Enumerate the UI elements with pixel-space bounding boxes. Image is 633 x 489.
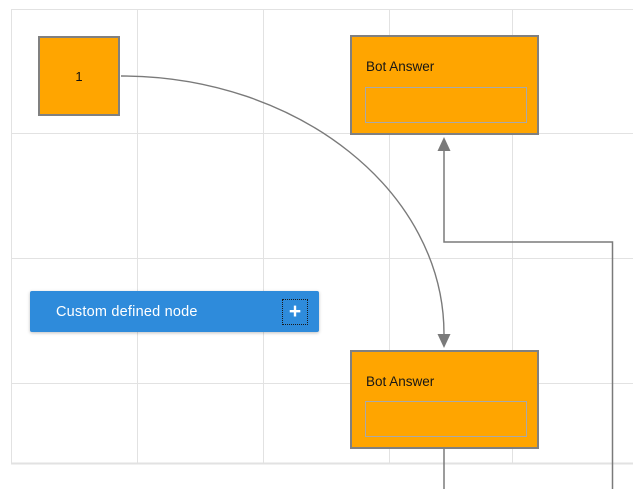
node-bot-answer-top[interactable]: Bot Answer <box>350 35 539 135</box>
arrowhead-down-icon <box>437 334 451 348</box>
node-custom-defined[interactable]: Custom defined node + <box>30 291 319 332</box>
bot-answer-title: Bot Answer <box>366 374 435 389</box>
bot-answer-input[interactable] <box>365 87 527 123</box>
connector-curve[interactable] <box>120 75 445 335</box>
start-node-label: 1 <box>75 68 83 84</box>
custom-node-label: Custom defined node <box>56 303 198 320</box>
arrowhead-up-icon <box>437 137 451 151</box>
node-bot-answer-bottom[interactable]: Bot Answer <box>350 350 539 449</box>
grid-lines <box>11 9 633 465</box>
node-start[interactable]: 1 <box>38 36 120 116</box>
connector-elbow[interactable] <box>443 150 614 489</box>
bot-answer-input[interactable] <box>365 401 527 437</box>
add-button[interactable]: + <box>282 299 308 325</box>
bot-answer-title: Bot Answer <box>366 59 435 74</box>
plus-icon: + <box>288 299 302 323</box>
